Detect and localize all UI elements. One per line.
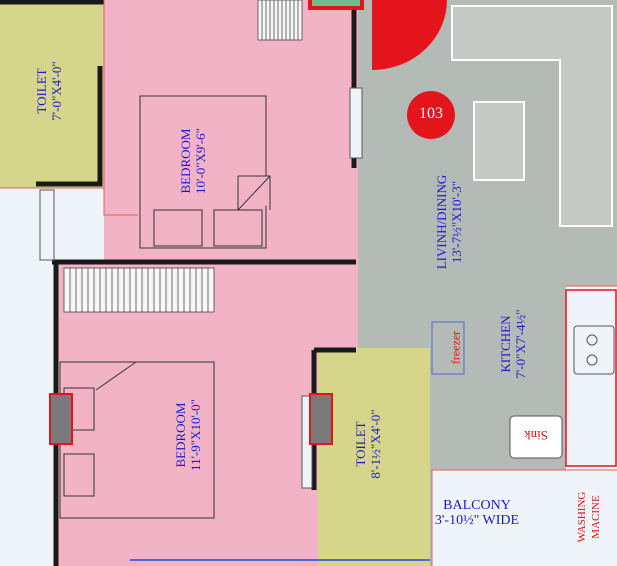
door-swing bbox=[372, 0, 447, 70]
toilet-2-name: TOILET bbox=[353, 421, 368, 467]
freezer-fixture bbox=[431, 321, 465, 375]
unit-badge bbox=[407, 91, 455, 139]
washing-area bbox=[566, 470, 617, 566]
toilet-1-size: 7'-0"X4'-0" bbox=[49, 61, 64, 121]
living-dining-name: LIVINH/DINING bbox=[434, 174, 449, 270]
bed-1 bbox=[139, 95, 271, 249]
washing-machine-label: WASHING MACINE bbox=[575, 475, 605, 559]
kitchen-name: KITCHEN bbox=[498, 315, 513, 373]
stair-2 bbox=[63, 267, 215, 313]
sink-label: Sink bbox=[524, 428, 548, 443]
hob bbox=[573, 325, 615, 375]
living-dining-label: LIVINH/DINING 13'-7½"X10'-3" bbox=[434, 147, 468, 297]
kitchen-platform bbox=[565, 289, 617, 467]
bedroom-1-name: BEDROOM bbox=[178, 128, 193, 194]
living-furniture bbox=[451, 5, 613, 227]
bedroom-1-size: 10'-0"X9'-6" bbox=[193, 128, 208, 194]
toilet-1-area bbox=[0, 0, 104, 188]
bedroom-2-name: BEDROOM bbox=[173, 402, 188, 468]
sink-fixture bbox=[509, 415, 563, 459]
bedroom-2-size: 11'-9"X10'-0" bbox=[188, 399, 203, 471]
washing-line-1: WASHING bbox=[576, 491, 588, 543]
ventilators bbox=[49, 393, 333, 445]
balcony-area bbox=[432, 470, 566, 566]
bedroom-1-label: BEDROOM 10'-0"X9'-6" bbox=[178, 96, 212, 226]
toilet-2-area bbox=[318, 348, 430, 566]
stair-1 bbox=[257, 0, 303, 41]
toilet-2-label: TOILET 8'-1½"X4'-0" bbox=[353, 384, 387, 504]
kitchen-label: KITCHEN 7'-0"X7'-4½" bbox=[498, 279, 532, 409]
balcony-label: BALCONY 3'-10½" WIDE bbox=[412, 498, 542, 528]
toilet-2-size: 8'-1½"X4'-0" bbox=[368, 409, 383, 479]
living-dining-size: 13'-7½"X10'-3" bbox=[449, 180, 464, 264]
balcony-name: BALCONY bbox=[443, 498, 511, 513]
unit-number: 103 bbox=[419, 105, 443, 122]
bedroom-2-label: BEDROOM 11'-9"X10'-0" bbox=[173, 370, 207, 500]
bed-2 bbox=[59, 361, 215, 519]
washing-line-2: MACINE bbox=[590, 495, 602, 539]
kitchen-size: 7'-0"X7'-4½" bbox=[513, 309, 528, 379]
freezer-label: freezer bbox=[448, 330, 463, 365]
toilet-1-label: TOILET 7'-0"X4'-0" bbox=[34, 36, 68, 146]
balcony-size: 3'-10½" WIDE bbox=[434, 513, 520, 528]
toilet-1-name: TOILET bbox=[34, 68, 49, 114]
